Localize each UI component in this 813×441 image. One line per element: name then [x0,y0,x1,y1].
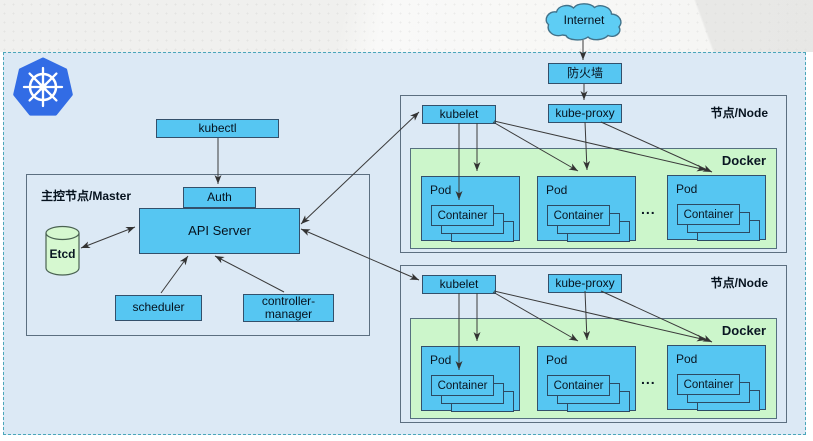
internet-label: Internet [563,13,605,27]
kubernetes-logo-icon [13,57,73,116]
pod-label: Pod [430,353,452,367]
pod: Pod Container [537,346,636,412]
container-box: Container [547,205,610,226]
scheduler-label: scheduler [132,300,185,315]
pod: Pod Container [421,176,520,242]
firewall-label: 防火墙 [566,65,603,80]
container-box: Container [547,375,610,396]
controller-manager-label: controller-manager [261,293,316,321]
api-server-label: API Server [188,222,251,238]
docker-label: Docker [721,323,766,338]
pod-label: Pod [676,352,698,366]
pod: Pod Container [421,346,520,412]
master-section: 主控节点/Master Auth API Server Etcd schedul… [26,174,370,336]
api-server-box: API Server [139,208,300,254]
more-pods-ellipsis: ... [641,201,656,217]
container-label: Container [553,209,604,222]
auth-label: Auth [207,189,232,204]
kubelet-box: kubelet [422,105,496,124]
kube-proxy-box: kube-proxy [548,274,622,293]
container-box: Container [431,375,494,396]
node-section-2: 节点/Node kubelet kube-proxy Docker Pod Co… [400,265,787,423]
container-label: Container [437,209,488,222]
scheduler-box: scheduler [115,295,202,321]
docker-area: Docker Pod Container Pod Container ... P… [410,148,777,249]
pod-label: Pod [430,183,452,197]
pod: Pod Container [667,175,766,241]
kubectl-label: kubectl [198,120,237,135]
database-cylinder-icon [45,225,80,276]
background-band [0,0,813,52]
kube-proxy-label: kube-proxy [555,105,615,120]
master-title: 主控节点/Master [41,189,132,203]
container-box: Container [677,204,740,225]
container-box: Container [677,374,740,395]
container-label: Container [437,379,488,392]
more-pods-ellipsis: ... [641,371,656,387]
pod-label: Pod [546,183,568,197]
firewall-box: 防火墙 [548,63,622,84]
kube-proxy-box: kube-proxy [548,104,622,123]
container-box: Container [431,205,494,226]
pod: Pod Container [537,176,636,242]
auth-box: Auth [183,187,256,208]
kubectl-box: kubectl [156,119,279,138]
kubelet-label: kubelet [439,106,479,121]
etcd-cylinder: Etcd [45,225,80,276]
kubelet-label: kubelet [439,276,479,291]
node-section-1: 节点/Node kubelet kube-proxy Docker Pod Co… [400,95,787,253]
internet-cloud: Internet [541,2,627,42]
container-label: Container [553,379,604,392]
kubelet-box: kubelet [422,275,496,294]
docker-area: Docker Pod Container Pod Container ... P… [410,318,777,419]
etcd-label: Etcd [49,247,76,261]
cloud-icon [545,3,622,41]
container-label: Container [683,378,734,391]
kube-proxy-label: kube-proxy [555,275,615,290]
docker-label: Docker [721,153,766,168]
controller-manager-box: controller-manager [243,294,334,322]
container-label: Container [683,208,734,221]
pod-label: Pod [546,353,568,367]
pod: Pod Container [667,345,766,411]
node-title: 节点/Node [710,276,768,290]
pod-label: Pod [676,182,698,196]
node-title: 节点/Node [710,106,768,120]
